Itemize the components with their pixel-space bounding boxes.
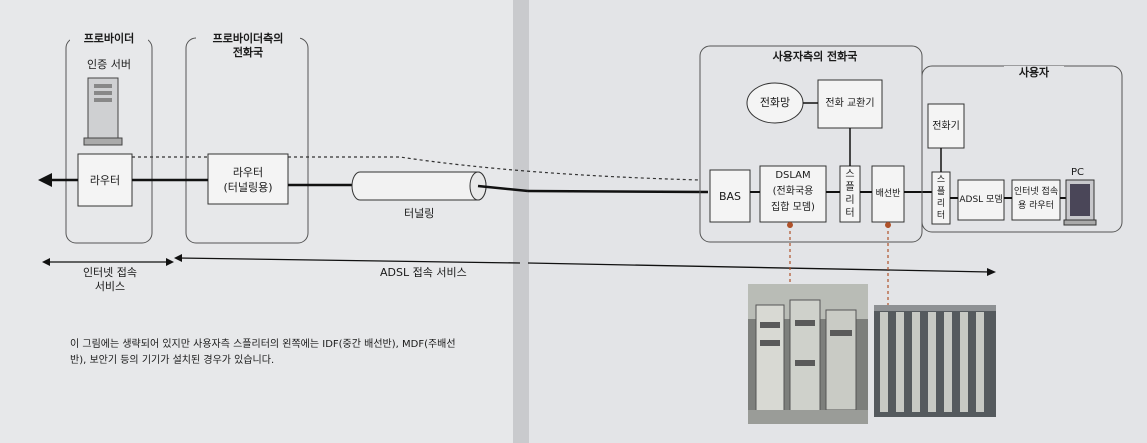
user-office-title: 사용자측의 전화국 bbox=[760, 50, 870, 63]
dslam-label-line1: DSLAM bbox=[775, 170, 811, 181]
office-mdf-box bbox=[871, 165, 905, 223]
caption-line1: 이 그림에는 생략되어 있지만 사용자측 스플리터의 왼쪽에는 IDF(중간 배… bbox=[70, 339, 456, 350]
tunnel-router-label-line1: 라우터 bbox=[232, 166, 264, 179]
trunk-line-left bbox=[477, 184, 529, 193]
dslam-callout-dot bbox=[787, 222, 793, 228]
phone-network-label: 전화망 bbox=[759, 96, 791, 109]
adsl-service-arrow-right bbox=[527, 262, 991, 273]
user-splitter-char-1: 스 bbox=[936, 175, 946, 185]
pc-label: PC bbox=[1071, 167, 1085, 178]
user-splitter-char-3: 리 bbox=[936, 199, 946, 209]
book-gutter bbox=[513, 0, 529, 443]
telephone-box bbox=[927, 103, 965, 149]
internet-service-arrowhead-left bbox=[42, 258, 50, 266]
internet-service-label-line2: 서비스 bbox=[94, 280, 126, 293]
telephone-label: 전화기 bbox=[932, 121, 960, 132]
user-group-title: 사용자 bbox=[1004, 66, 1064, 79]
internet-service-label-line1: 인터넷 접속 bbox=[82, 266, 138, 279]
adsl-service-arrowhead-right bbox=[987, 268, 996, 276]
office-splitter-char-4: 터 bbox=[845, 208, 855, 219]
tunnel-cylinder bbox=[351, 171, 487, 201]
office-mdf-label: 배선반 bbox=[875, 189, 901, 199]
bas-box bbox=[709, 169, 751, 223]
adsl-service-arrowhead-left bbox=[174, 254, 182, 262]
tunnel-label: 터널링 bbox=[404, 207, 435, 220]
user-splitter-char-4: 터 bbox=[936, 211, 946, 221]
provider-router-label: 라우터 bbox=[89, 174, 121, 187]
office-splitter-char-1: 스 bbox=[845, 169, 855, 180]
office-splitter-char-2: 플 bbox=[845, 182, 855, 193]
provider-office-title-line2: 전화국 bbox=[232, 46, 264, 59]
dslam-label-line2: (전화국용 bbox=[772, 186, 814, 197]
auth-dashed-line-2 bbox=[288, 156, 701, 181]
internet-arrowhead bbox=[38, 173, 52, 187]
provider-office-title-line1: 프로바이더측의 bbox=[196, 32, 300, 45]
internet-service-arrowhead-right bbox=[166, 258, 174, 266]
dslam-rack-photo bbox=[748, 284, 868, 424]
adsl-service-label: ADSL 접속 서비스 bbox=[380, 266, 467, 279]
mdf-callout-dot bbox=[885, 222, 891, 228]
pc-icon bbox=[1063, 179, 1097, 226]
internet-router-label-line1: 인터넷 접속 bbox=[1013, 187, 1059, 197]
auth-server-label: 인증 서버 bbox=[87, 58, 131, 71]
adsl-modem-label: ADSL 모뎀 bbox=[959, 195, 1003, 205]
user-splitter-char-2: 플 bbox=[936, 187, 946, 197]
internet-router-label-line2: 용 라우터 bbox=[1018, 201, 1054, 211]
tunnel-router-box bbox=[207, 153, 289, 205]
provider-group-title: 프로바이더 bbox=[70, 32, 148, 45]
bas-label: BAS bbox=[718, 190, 742, 203]
office-splitter-char-3: 리 bbox=[845, 195, 855, 206]
dslam-label-line3: 집합 모뎀) bbox=[771, 202, 815, 213]
adsl-modem-box bbox=[957, 179, 1005, 221]
caption-line2: 반), 보안기 등의 기기가 설치된 경우가 있습니다. bbox=[70, 355, 275, 366]
dslam-box bbox=[759, 165, 827, 223]
trunk-line-right bbox=[527, 189, 709, 194]
internet-router-box bbox=[1011, 179, 1061, 221]
left-page bbox=[0, 0, 520, 443]
adsl-service-arrow-left bbox=[177, 257, 521, 264]
distribution-frame-photo bbox=[874, 305, 996, 417]
tunnel-router-label-line2: (터널링용) bbox=[223, 181, 273, 194]
phone-exchange-label: 전화 교환기 bbox=[825, 98, 875, 109]
server-icon bbox=[83, 77, 123, 146]
